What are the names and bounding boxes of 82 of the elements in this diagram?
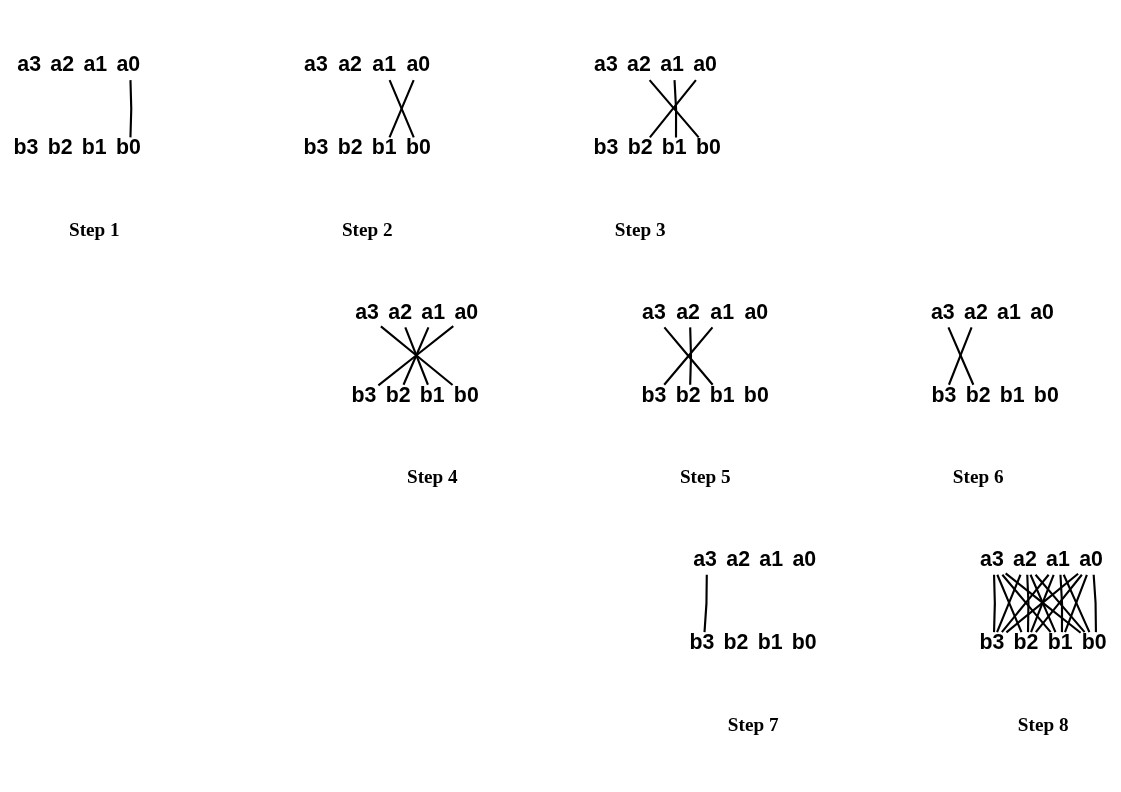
node-text: b0	[405, 134, 431, 159]
node-text: b2	[965, 382, 991, 407]
node-text: a2	[50, 51, 75, 76]
node-text: b2	[1013, 629, 1039, 654]
node-text: a1	[997, 299, 1021, 324]
node-text: a1	[1046, 546, 1070, 571]
node-text: b2	[47, 134, 73, 159]
connector	[689, 326, 692, 385]
node-text: b1	[757, 629, 783, 654]
label: Step 2	[341, 218, 393, 240]
node-text: a3	[980, 546, 1004, 571]
node-text: b2	[627, 134, 653, 159]
node-text: b3	[931, 382, 957, 407]
node-text: b1	[1047, 629, 1073, 654]
node-text: b3	[13, 134, 39, 159]
node-text: a1	[421, 299, 446, 324]
node-text: b0	[1081, 629, 1107, 654]
node-text: b2	[337, 134, 363, 159]
node-text: a0	[792, 546, 817, 571]
connector	[1092, 574, 1098, 632]
node-text: a2	[627, 51, 651, 76]
node-text: b1	[371, 134, 397, 159]
node-text: b3	[351, 382, 377, 407]
node-text: a3	[693, 546, 717, 571]
label: Step 1	[69, 218, 120, 240]
node-text: b3	[979, 629, 1005, 654]
label: Step 6	[952, 465, 1004, 487]
connector	[1026, 574, 1030, 632]
node-text: b1	[81, 134, 107, 159]
connector	[703, 574, 708, 632]
node-text: b3	[303, 134, 329, 159]
node-text: b2	[723, 629, 749, 654]
connector	[673, 79, 678, 137]
node-text: a1	[372, 51, 397, 76]
node-text: a0	[406, 51, 431, 76]
node-text: b3	[593, 134, 619, 159]
node-text: b1	[661, 134, 687, 159]
label: Step 7	[727, 713, 779, 735]
node-text: b1	[999, 382, 1025, 407]
node-text: b0	[791, 629, 817, 654]
label: Step 8	[1017, 713, 1069, 735]
node-text: a3	[304, 51, 328, 76]
node-text: a3	[594, 51, 618, 76]
node-text: b3	[689, 629, 715, 654]
node-text: a3	[930, 299, 955, 324]
node-text: b0	[453, 382, 479, 407]
node-text: b0	[695, 134, 721, 159]
label: Step 4	[406, 465, 458, 487]
node-text: a0	[693, 51, 717, 76]
node-text: b1	[419, 382, 445, 407]
node-text: a1	[710, 299, 735, 324]
node-text: a2	[726, 546, 751, 571]
node-text: a3	[17, 51, 42, 76]
node-text: a2	[338, 51, 362, 76]
node-text: a3	[642, 299, 666, 324]
node-text: a0	[744, 299, 769, 324]
node-text: a2	[964, 299, 988, 324]
node-text: b0	[743, 382, 769, 407]
node-text: a2	[676, 299, 700, 324]
node-text: b0	[1033, 382, 1059, 407]
node-text: a1	[660, 51, 684, 76]
node-text: b3	[641, 382, 667, 407]
connector	[388, 79, 415, 138]
connector	[992, 574, 996, 632]
node-text: b0	[115, 134, 141, 159]
node-text: b1	[709, 382, 735, 407]
node-text: a0	[1030, 299, 1054, 324]
node-text: a0	[116, 51, 141, 76]
node-text: a1	[83, 51, 108, 76]
label: Step 5	[679, 465, 731, 487]
node-text: a0	[1079, 546, 1103, 571]
label: Step 3	[614, 218, 666, 240]
connector	[663, 326, 714, 385]
connector	[129, 79, 133, 137]
node-text: a2	[388, 299, 413, 324]
node-text: a1	[759, 546, 784, 571]
node-text: a3	[355, 299, 379, 324]
node-text: b2	[385, 382, 411, 407]
node-text: a0	[454, 299, 479, 324]
node-text: b2	[675, 382, 701, 407]
node-text: a2	[1013, 546, 1037, 571]
connector	[1059, 574, 1064, 632]
